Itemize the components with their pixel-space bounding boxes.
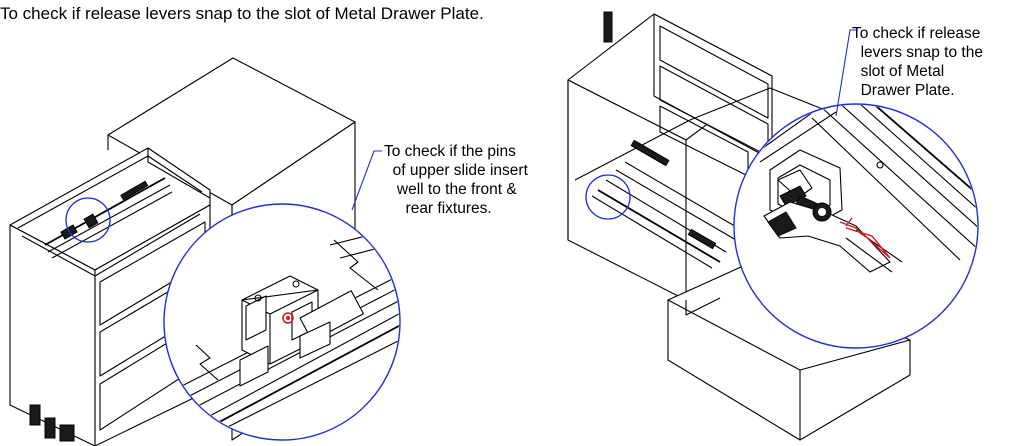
drawer-left-face: [9, 224, 96, 446]
right-detail-magnifier: [733, 103, 979, 349]
callout-release-lever-note: To check if release levers snap to the s…: [852, 25, 983, 99]
diagram-title: To check if release levers snap to the s…: [0, 4, 484, 23]
right-cabinet-drawing: [567, 11, 911, 441]
leader-line-lever: [835, 29, 858, 117]
left-detail-magnifier: [163, 203, 401, 441]
detail-marker-pins: [65, 197, 111, 243]
callout-pins-note: To check if the pins of upper slide inse…: [384, 143, 528, 217]
leader-line-pins: [351, 150, 382, 211]
detail-marker-lever: [585, 174, 631, 220]
